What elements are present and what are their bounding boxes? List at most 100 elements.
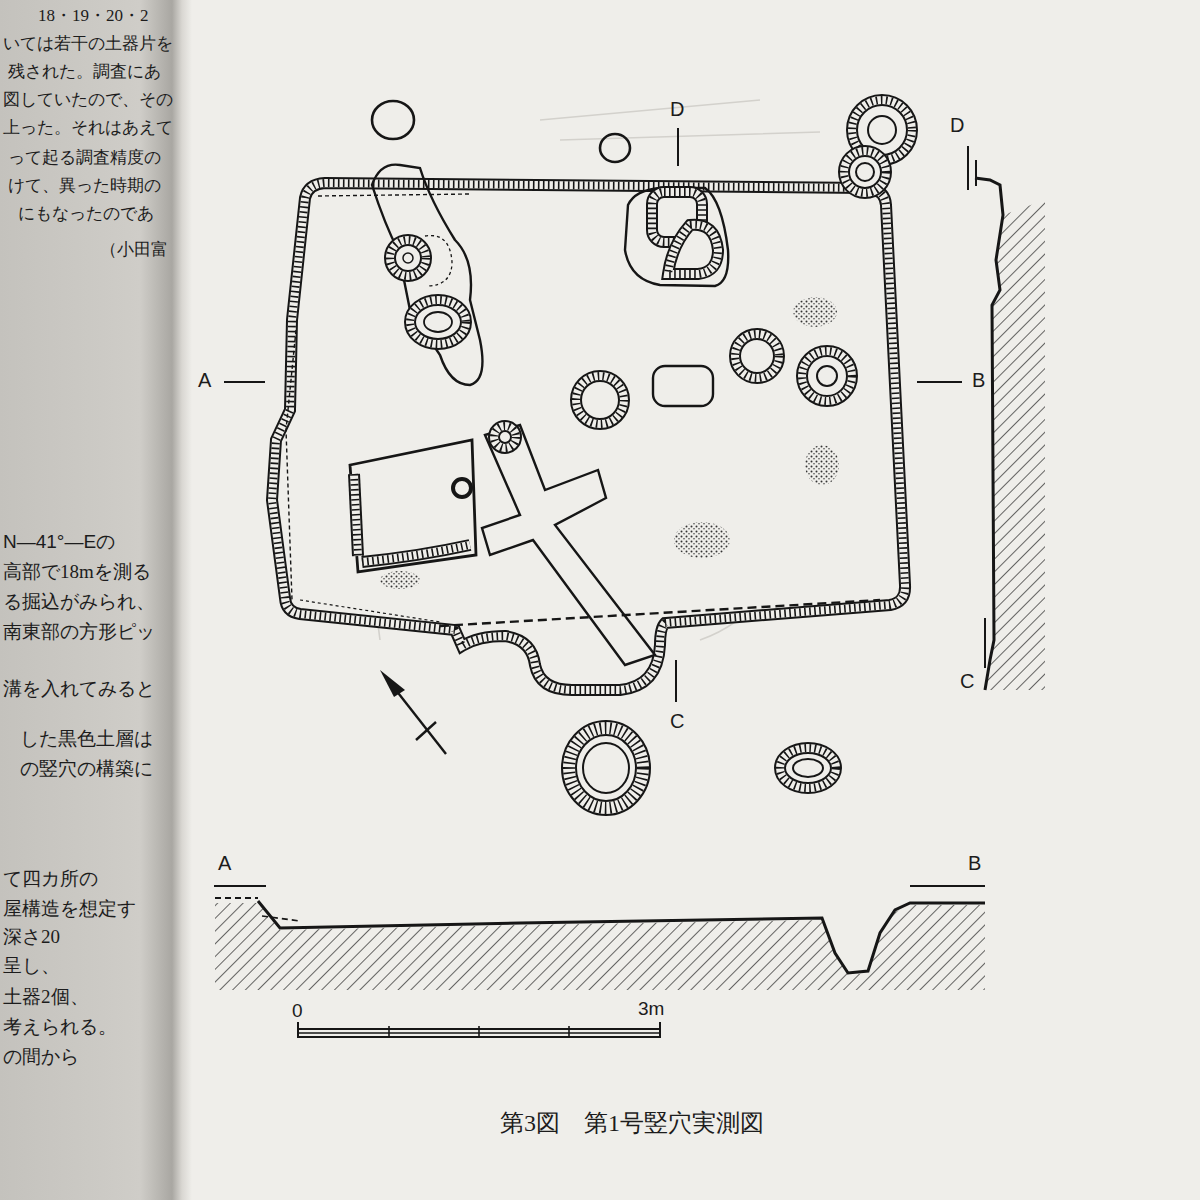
- drawing-path: [300, 600, 440, 622]
- drawing-path: [440, 600, 880, 626]
- body-text: て四カ所の: [3, 868, 98, 890]
- drawing-ellipse: [600, 134, 630, 162]
- drawing-circle: [403, 253, 413, 263]
- drawing-use: [569, 728, 643, 808]
- drawing-rect: [653, 366, 713, 406]
- drawing-ellipse: [674, 522, 730, 558]
- drawing-path: [258, 901, 985, 973]
- drawing-path: [215, 903, 985, 990]
- body-text: の竪穴の構築に: [20, 758, 153, 780]
- drawing-use: [668, 225, 718, 274]
- drawing-use: [802, 351, 852, 401]
- drawing-use: [410, 300, 466, 344]
- section-letter: D: [670, 98, 684, 121]
- body-text: って起る調査精度の: [8, 148, 161, 168]
- drawing-use: [668, 225, 718, 274]
- drawing-use: [735, 334, 779, 378]
- drawing-ellipse: [583, 743, 629, 793]
- drawing-line: [975, 160, 977, 186]
- drawing-path: [350, 440, 476, 572]
- drawing-use: [410, 300, 466, 344]
- body-text: 土器2個、: [3, 986, 89, 1008]
- drawing-use: [780, 748, 836, 788]
- scale-value: 0: [292, 1000, 303, 1022]
- drawing-use: [362, 545, 470, 562]
- drawing-line: [214, 885, 266, 887]
- body-text: 南東部の方形ピッ: [3, 621, 155, 643]
- drawing-use: [272, 183, 905, 690]
- drawing-line: [917, 381, 962, 383]
- body-text: いては若干の土器片を: [3, 34, 173, 54]
- drawing-use: [569, 728, 643, 808]
- drawing-use: [780, 748, 836, 788]
- body-text: 呈し、: [3, 955, 60, 977]
- drawing-line: [297, 1022, 299, 1037]
- drawing-use: [494, 426, 516, 448]
- drawing-circle: [817, 366, 837, 386]
- drawing-line: [388, 1026, 390, 1037]
- body-text: した黒色土層は: [20, 728, 153, 750]
- body-text: る掘込がみられ、: [3, 591, 155, 613]
- body-text: 屋構造を想定す: [3, 898, 136, 920]
- drawing-path: [482, 425, 655, 665]
- drawing-use: [735, 334, 779, 378]
- section-letter: C: [670, 710, 684, 733]
- drawing-use: [576, 376, 624, 424]
- drawing-use: [390, 240, 426, 276]
- drawing-use: [354, 474, 358, 556]
- figure-caption: 第3図 第1号竪穴実測図: [500, 1110, 764, 1138]
- body-text: 高部で18mを測る: [3, 561, 151, 583]
- drawing-use: [802, 351, 852, 401]
- drawing-use: [569, 728, 643, 808]
- drawing-use: [494, 426, 516, 448]
- drawing-line: [568, 1026, 570, 1037]
- body-text: 考えられる。: [3, 1016, 117, 1038]
- body-text: 図していたので、その: [3, 90, 173, 110]
- drawing-use: [272, 183, 905, 690]
- drawing-line: [910, 885, 985, 887]
- drawing-line: [659, 1022, 661, 1037]
- section-letter: A: [218, 852, 231, 875]
- drawing-ellipse: [380, 571, 420, 589]
- drawing-path: [262, 916, 300, 921]
- body-text: けて、異った時期の: [8, 176, 161, 196]
- section-letter: D: [950, 114, 964, 137]
- drawing-path: [215, 897, 258, 899]
- drawing-circle: [868, 116, 896, 144]
- drawing-ellipse: [805, 445, 839, 485]
- drawing-line: [967, 146, 969, 190]
- drawing-line: [224, 381, 265, 383]
- drawing-line: [416, 722, 436, 740]
- drawing-path: [372, 165, 482, 385]
- scale-value: 3m: [638, 998, 664, 1020]
- section-letter: C: [960, 670, 974, 693]
- drawing-use: [844, 151, 886, 193]
- drawing-use: [576, 376, 624, 424]
- drawing-use: [844, 151, 886, 193]
- drawing-use: [390, 240, 426, 276]
- drawing-circle: [458, 484, 466, 492]
- drawing-path: [318, 194, 470, 196]
- drawing-ellipse: [793, 297, 837, 327]
- body-text: の間から: [3, 1046, 79, 1068]
- section-letter: B: [972, 369, 985, 392]
- drawing-use: [735, 334, 779, 378]
- drawing-path: [286, 330, 296, 600]
- drawing-use: [362, 545, 470, 562]
- body-text: にもなったのであ: [18, 204, 154, 224]
- drawing-ellipse: [424, 312, 452, 332]
- drawing-path: [975, 178, 1003, 690]
- drawing-use: [802, 351, 852, 401]
- drawing-use: [844, 151, 886, 193]
- drawing-use: [494, 426, 516, 448]
- drawing-use: [362, 545, 470, 562]
- body-text: 残された。調査にあ: [8, 62, 161, 82]
- body-text: 溝を入れてみると: [3, 678, 155, 700]
- drawing-ellipse: [793, 759, 823, 777]
- drawing-line: [675, 660, 677, 702]
- drawing-polygon: [380, 670, 405, 697]
- drawing-circle: [453, 479, 471, 497]
- drawing-use: [410, 300, 466, 344]
- drawing-use: [272, 183, 905, 690]
